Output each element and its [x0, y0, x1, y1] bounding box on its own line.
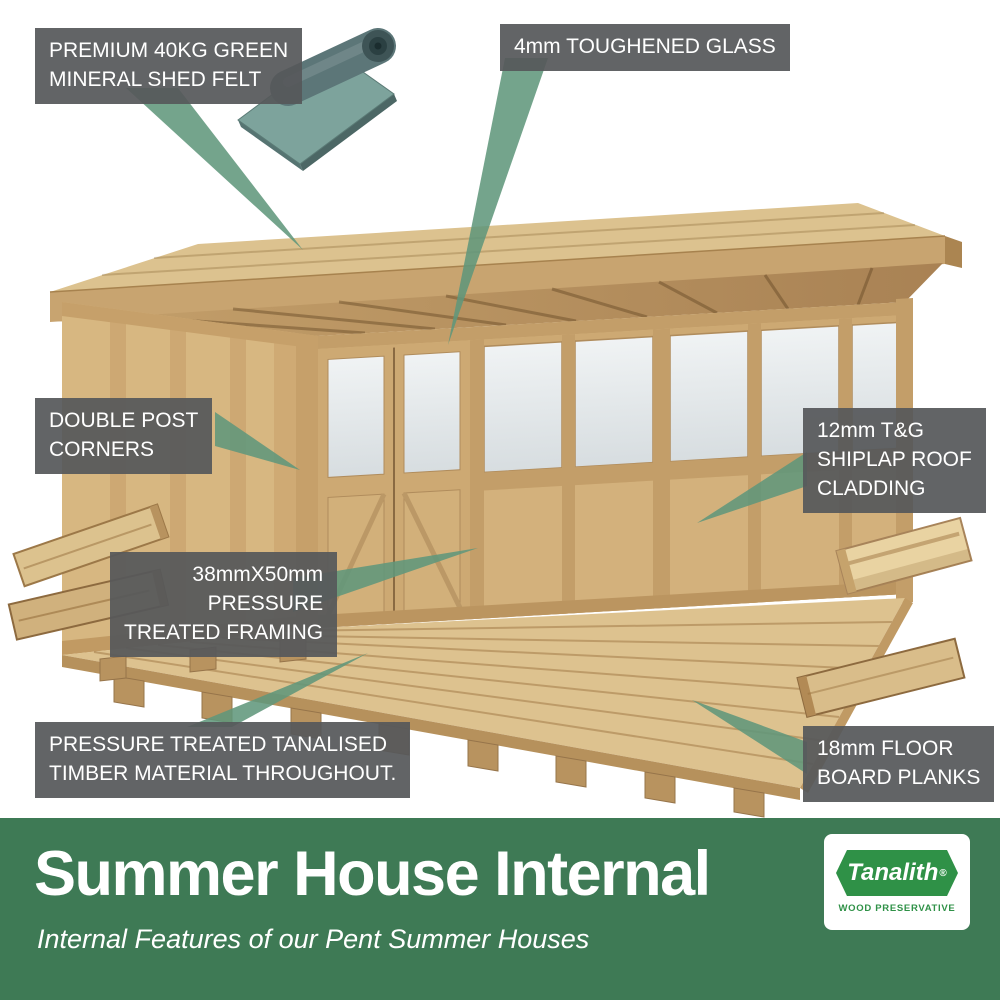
callout-text: 4mm TOUGHENED GLASS [514, 35, 776, 58]
leader-floor [692, 700, 807, 774]
roof-underside [55, 263, 943, 336]
shiplap-board-image [835, 516, 973, 595]
leader-tanalised [187, 653, 368, 727]
callout-text: 12mm T&G [817, 419, 924, 442]
callout-toughened-glass: 4mm TOUGHENED GLASS [500, 24, 790, 71]
callout-tanalised-timber: PRESSURE TREATED TANALISED TIMBER MATERI… [35, 722, 411, 798]
callout-text: PRESSURE TREATED TANALISED [49, 733, 388, 756]
leader-glass [448, 58, 548, 345]
logo-tagline: WOOD PRESERVATIVE [838, 903, 956, 914]
leader-framing [293, 548, 478, 612]
tanalith-logo: Tanalith ® WOOD PRESERVATIVE [824, 834, 970, 930]
callout-text: DOUBLE POST [49, 409, 199, 432]
callout-floor-board-planks: 18mm FLOOR BOARD PLANKS [803, 726, 995, 802]
callout-text: TIMBER MATERIAL THROUGHOUT. [49, 761, 397, 785]
floor-board-image [796, 637, 966, 718]
callout-text: BOARD PLANKS [817, 765, 981, 789]
leader-lines [126, 58, 807, 774]
leader-double-post [215, 412, 300, 470]
callout-shed-felt: PREMIUM 40KG GREEN MINERAL SHED FELT [35, 28, 303, 104]
leader-felt [126, 88, 303, 250]
page-title: Summer House Internal [34, 839, 711, 909]
callout-text: SHIPLAP ROOF [817, 447, 972, 471]
callout-double-post-corners: DOUBLE POST CORNERS [35, 398, 213, 474]
callout-shiplap-roof-cladding: 12mm T&G SHIPLAP ROOF CLADDING [803, 408, 986, 513]
callout-text: CORNERS [49, 437, 155, 461]
leader-shiplap [697, 452, 807, 523]
registered-mark: ® [939, 867, 947, 879]
callout-text: CLADDING [817, 476, 926, 500]
logo-brand: Tanalith [847, 859, 939, 886]
callout-text: PRESSURE [207, 591, 324, 615]
callout-text: TREATED FRAMING [124, 620, 324, 644]
callout-text: 18mm FLOOR [817, 737, 954, 760]
callout-text: 38mmX50mm [192, 563, 324, 586]
callout-text: PREMIUM 40KG GREEN [49, 39, 289, 62]
callout-treated-framing: 38mmX50mm PRESSURE TREATED FRAMING [110, 552, 338, 657]
roof [49, 203, 962, 322]
banner: Summer House Internal Internal Features … [0, 818, 1000, 1000]
tanalith-hexagon-icon: Tanalith ® [836, 850, 958, 896]
callout-text: MINERAL SHED FELT [49, 67, 262, 91]
felt-roll-image [237, 28, 397, 171]
summer-house-illustration [7, 28, 973, 818]
page-subtitle: Internal Features of our Pent Summer Hou… [37, 924, 590, 954]
back-wall [318, 302, 905, 628]
